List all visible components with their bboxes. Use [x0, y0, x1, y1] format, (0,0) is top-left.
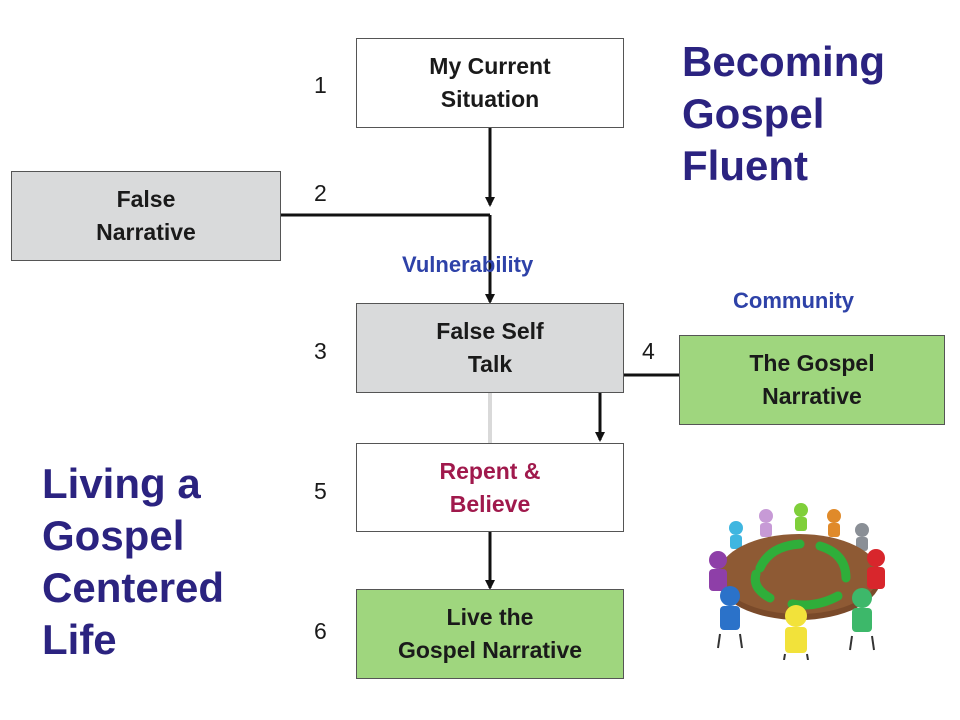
step-number-3: 3 [314, 338, 327, 364]
repent-believe-box: Repent & Believe [356, 443, 624, 532]
step-number-5: 5 [314, 478, 327, 504]
community-label: Community [733, 288, 854, 313]
step-number-1: 1 [314, 72, 327, 98]
step-number-4: 4 [642, 338, 655, 364]
false-narrative-box: False Narrative [11, 171, 281, 261]
vulnerability-label: Vulnerability [402, 252, 534, 277]
becoming-gospel-fluent-title: Becoming Gospel Fluent [682, 38, 886, 189]
living-gospel-centered-life-title: Living a Gospel Centered Life [42, 460, 225, 663]
current-situation-box: My Current Situation [356, 38, 624, 128]
step-number-6: 6 [314, 618, 327, 644]
live-gospel-narrative-box: Live the Gospel Narrative [356, 589, 624, 679]
gospel-narrative-box: The Gospel Narrative [679, 335, 945, 425]
false-self-talk-box: False Self Talk [356, 303, 624, 393]
people-around-table-icon [709, 503, 885, 660]
step-number-2: 2 [314, 180, 327, 206]
